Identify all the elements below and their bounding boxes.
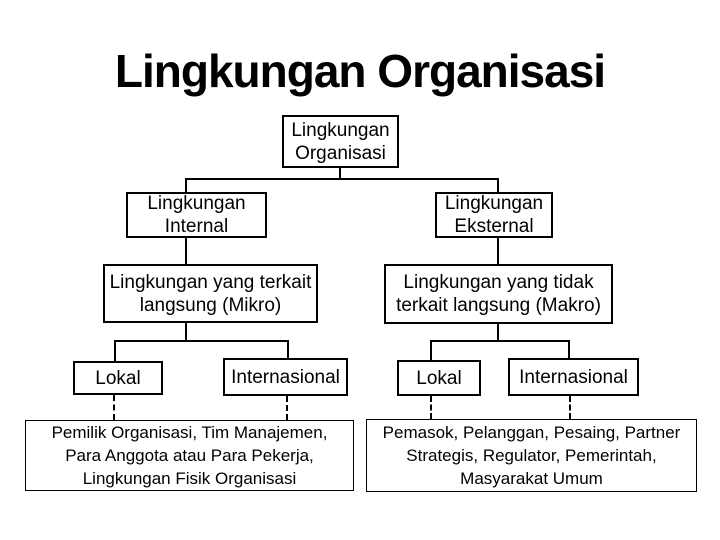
connector-makro-split-bar <box>430 340 570 342</box>
connector-to-internasional-eksternal <box>568 342 570 358</box>
connector-eksternal-to-makro <box>497 238 499 264</box>
connector-root-stub <box>339 167 341 180</box>
node-lingkungan-eksternal: Lingkungan Eksternal <box>435 192 553 238</box>
node-eksternal-detail: Pemasok, Pelanggan, Pesaing, Partner Str… <box>366 419 697 492</box>
dashed-connector-lokal-internal <box>113 395 115 420</box>
connector-mikro-split-bar <box>114 340 289 342</box>
node-mikro: Lingkungan yang terkait langsung (Mikro) <box>103 264 318 323</box>
node-lingkungan-organisasi: Lingkungan Organisasi <box>282 115 399 168</box>
connector-to-internasional-internal <box>287 342 289 358</box>
node-internasional-eksternal: Internasional <box>508 358 639 396</box>
connector-mikro-stub <box>185 322 187 342</box>
slide-title: Lingkungan Organisasi <box>114 45 606 97</box>
connector-to-lokal-eksternal <box>430 342 432 360</box>
node-lokal-internal: Lokal <box>73 361 163 395</box>
connector-to-lokal-internal <box>114 342 116 361</box>
connector-root-split-bar <box>185 178 499 180</box>
connector-to-internal <box>185 180 187 192</box>
dashed-connector-internasional-eksternal <box>569 396 571 419</box>
connector-to-eksternal <box>497 180 499 192</box>
dashed-connector-internasional-internal <box>286 396 288 420</box>
node-lokal-eksternal: Lokal <box>397 360 481 396</box>
node-lingkungan-internal: Lingkungan Internal <box>126 192 267 238</box>
node-internasional-internal: Internasional <box>223 358 348 396</box>
connector-makro-stub <box>497 323 499 342</box>
connector-internal-to-mikro <box>185 238 187 264</box>
dashed-connector-lokal-eksternal <box>430 396 432 419</box>
node-makro: Lingkungan yang tidak terkait langsung (… <box>384 264 613 324</box>
node-internal-detail: Pemilik Organisasi, Tim Manajemen, Para … <box>25 420 354 491</box>
